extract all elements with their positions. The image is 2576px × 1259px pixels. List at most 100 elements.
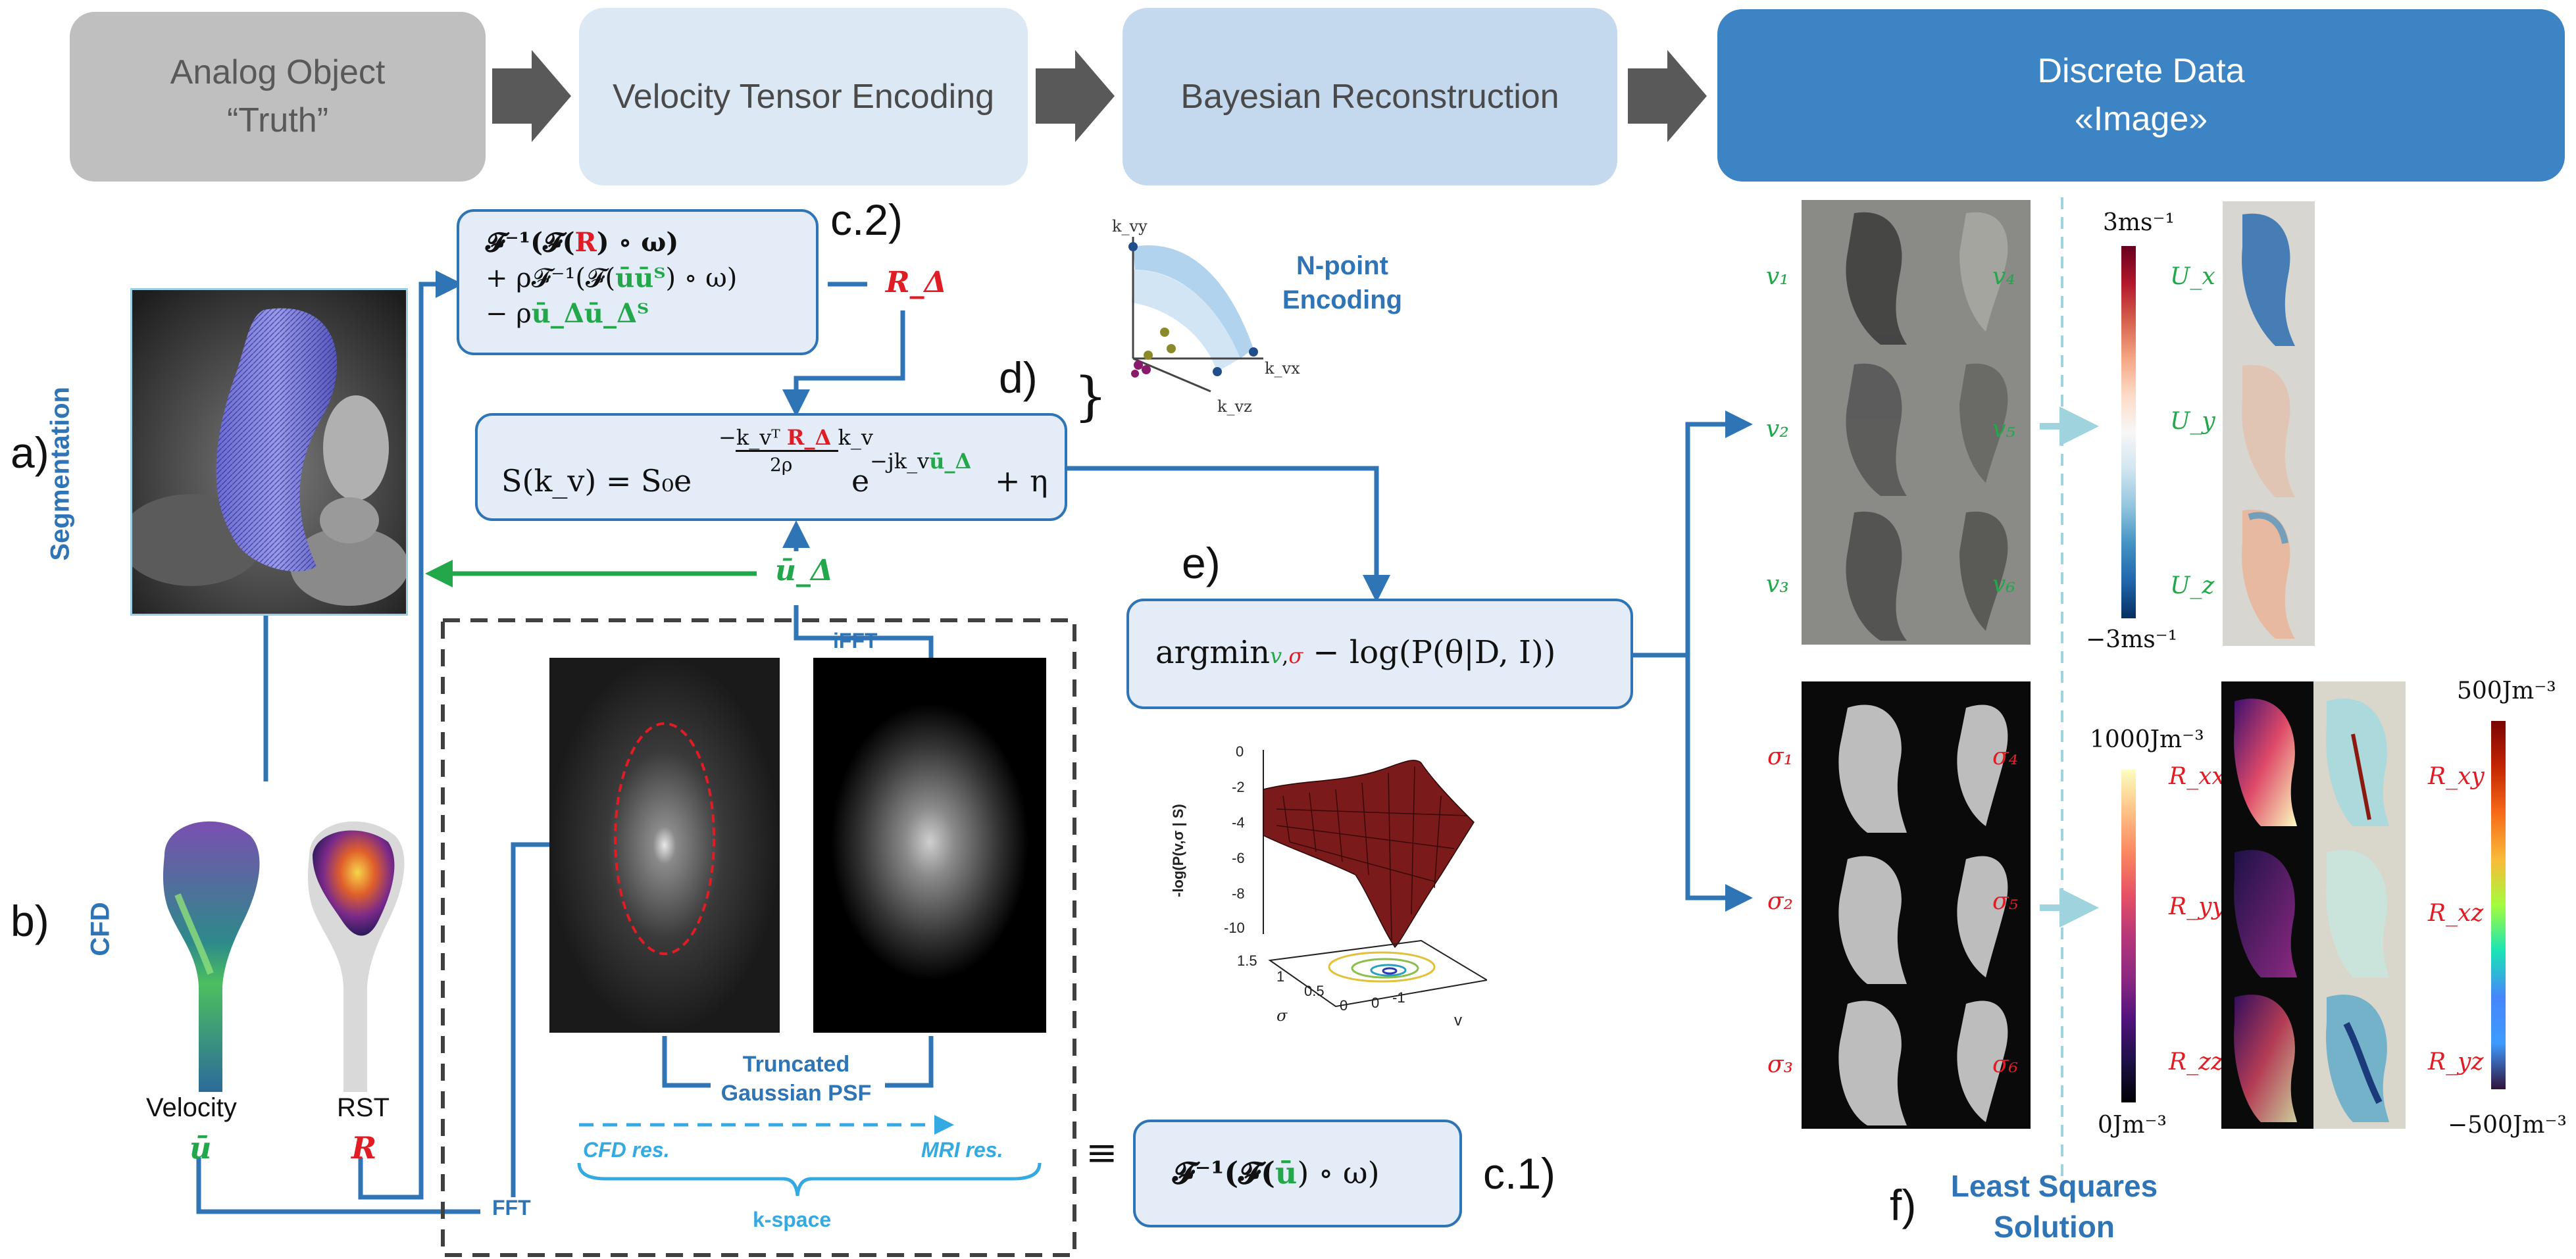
- stage-discrete-subtitle: «Image»: [2074, 100, 2208, 138]
- argmin-box: argminv,σ − log(P(θ|D, I)): [1126, 599, 1633, 709]
- exp1-den: 2ρ: [770, 454, 793, 476]
- c1-sym: ū: [1275, 1155, 1298, 1191]
- signal-exp2: −jk_vū_Δ: [870, 449, 971, 474]
- label-ryz: R_yz: [2428, 1049, 2484, 1075]
- psf-image: [813, 658, 1046, 1033]
- stage-analog-object: Analog Object“Truth”: [70, 12, 486, 182]
- c2-l1-b: ) ∘ ω): [596, 227, 679, 258]
- var-sigma4: σ₄: [1992, 743, 2019, 770]
- c2-line-3: − ρū_Δū_Δᵀ: [486, 296, 816, 332]
- signal-equation-box: S(k_v) = S₀e −k_vᵀ R_Δ k_v 2ρ e −jk_vū_Δ…: [475, 413, 1067, 521]
- cfd-rst-render: [283, 816, 415, 1092]
- c2-line-2: + ρ𝓕⁻¹(𝓕(ūūᵀ) ∘ ω): [486, 260, 816, 296]
- velocity-colorbar: [2121, 246, 2136, 618]
- axis-kvx: k_vx: [1265, 359, 1300, 378]
- c2-l3-ud: ū_Δū_Δᵀ: [531, 298, 649, 329]
- stress-cb-top: 500Jm⁻³: [2457, 678, 2556, 704]
- cfd-velocity-render: [138, 816, 270, 1092]
- var-sigma1: σ₁: [1767, 743, 1794, 770]
- v-tick-0: 0: [1371, 995, 1380, 1011]
- energy-cb-top: 1000Jm⁻³: [2090, 726, 2204, 753]
- sigma-tick-0: 1.5: [1237, 952, 1257, 969]
- label-uz: U_z: [2170, 572, 2215, 599]
- r-delta-output: R_Δ: [886, 266, 947, 299]
- header-arrow-3: [1628, 50, 1707, 142]
- panel-label-f: f): [1890, 1181, 1917, 1229]
- n-point-encoding-label: N-point Encoding: [1263, 249, 1421, 317]
- sigma-tick-3: 0: [1340, 997, 1348, 1014]
- var-sigma5: σ₅: [1992, 888, 2019, 915]
- least-squares-label: Least Squares Solution: [1942, 1166, 2166, 1247]
- u-delta-label: ū_Δ: [775, 554, 834, 587]
- sigma-axis-label: σ: [1276, 1006, 1288, 1025]
- sigma-tick-2: 0.5: [1304, 983, 1325, 999]
- psf-line2: Gaussian PSF: [720, 1081, 872, 1106]
- panel-label-d: d): [999, 353, 1038, 402]
- var-v1: v₁: [1766, 263, 1789, 290]
- argmin-prefix: argmin: [1155, 634, 1271, 671]
- exp2-a: −jk_v: [870, 449, 930, 474]
- c2-l1-a: 𝓕⁻¹(𝓕(: [486, 227, 575, 258]
- least-squares-line2: Solution: [1994, 1210, 2115, 1244]
- equiv-symbol: ≡: [1086, 1130, 1118, 1175]
- c2-l2-b: ) ∘ ω): [665, 263, 738, 293]
- stage-discrete-data: Discrete Data «Image»: [1717, 9, 2565, 182]
- signal-exp1: −k_vᵀ R_Δ k_v: [719, 425, 873, 450]
- stage-discrete-title: Discrete Data: [2037, 52, 2245, 91]
- stage-analog-title: Analog Object: [170, 53, 386, 92]
- label-ux: U_x: [2170, 263, 2215, 290]
- axis-kvz: k_vz: [1217, 397, 1252, 416]
- v-axis-label: v: [1454, 1012, 1462, 1029]
- c2-line-1: 𝓕⁻¹(𝓕(R) ∘ ω): [486, 225, 816, 260]
- cfd-label: CFD: [86, 902, 115, 956]
- posterior-surface-plot: -log(P(v,σ | S) 0 -2 -4 -6 -8 -10 1.5 1 …: [1170, 743, 1489, 1039]
- rst-symbol: R: [351, 1130, 377, 1166]
- stage-velocity-tensor-encoding: Velocity Tensor Encoding: [579, 8, 1028, 185]
- exp1-r: R_Δ: [786, 425, 832, 450]
- v-tick-1: -1: [1392, 989, 1405, 1006]
- label-uy: U_y: [2170, 408, 2215, 435]
- var-v2: v₂: [1766, 416, 1789, 443]
- kspace-image: [549, 658, 780, 1033]
- label-rxx: R_xx: [2169, 763, 2225, 790]
- panel-label-c1: c.1): [1483, 1149, 1556, 1198]
- z-tick-4: -8: [1232, 885, 1245, 902]
- signal-tail: + η: [995, 463, 1048, 499]
- argmin-sub-sep: ,: [1282, 643, 1289, 668]
- encoding-diagram: k_vy k_vx k_vz: [1112, 217, 1300, 421]
- exp2-u: ū_Δ: [929, 449, 972, 474]
- stage-bayesian-title: Bayesian Reconstruction: [1180, 77, 1559, 116]
- psf-line1: Truncated: [742, 1052, 850, 1077]
- axis-kvy: k_vy: [1112, 217, 1148, 235]
- mri-res-label: MRI res.: [921, 1138, 1003, 1162]
- header-arrow-2: [1036, 50, 1115, 142]
- header-arrow-1: [492, 50, 571, 142]
- kspace-label: k-space: [753, 1208, 832, 1231]
- signal-mid: e: [851, 463, 870, 499]
- c2-l3-a: − ρ: [486, 299, 532, 329]
- r-diagonal-image: [2221, 681, 2313, 1129]
- z-tick-2: -4: [1232, 814, 1245, 831]
- surface-zlabel: -log(P(v,σ | S): [1169, 804, 1186, 897]
- exp1-b: k_v: [831, 425, 873, 450]
- velocity-image-grid: [1802, 200, 2031, 645]
- panel-label-e: e): [1182, 539, 1221, 587]
- var-v5: v₅: [1992, 416, 2015, 443]
- panel-label-c2: c.2): [830, 195, 903, 244]
- cfd-res-label: CFD res.: [583, 1138, 670, 1162]
- d-bracket: }: [1074, 366, 1107, 427]
- label-rxy: R_xy: [2428, 763, 2485, 790]
- var-v4: v₄: [1992, 263, 2015, 290]
- equation-c2-box: 𝓕⁻¹(𝓕(R) ∘ ω) + ρ𝓕⁻¹(𝓕(ūūᵀ) ∘ ω) − ρū_Δū…: [457, 209, 819, 355]
- fft-label: FFT: [492, 1196, 531, 1220]
- stage-bayesian-reconstruction: Bayesian Reconstruction: [1123, 8, 1617, 185]
- sigma-tick-1: 1: [1276, 968, 1285, 985]
- var-v3: v₃: [1766, 571, 1789, 598]
- signal-lhs: S(k_v) = S₀e: [501, 463, 692, 499]
- label-ryy: R_yy: [2169, 893, 2225, 920]
- argmin-sub-v: v: [1270, 643, 1282, 668]
- panel-label-a: a): [11, 428, 49, 477]
- c2-l2-a: + ρ𝓕⁻¹(𝓕(: [486, 263, 616, 293]
